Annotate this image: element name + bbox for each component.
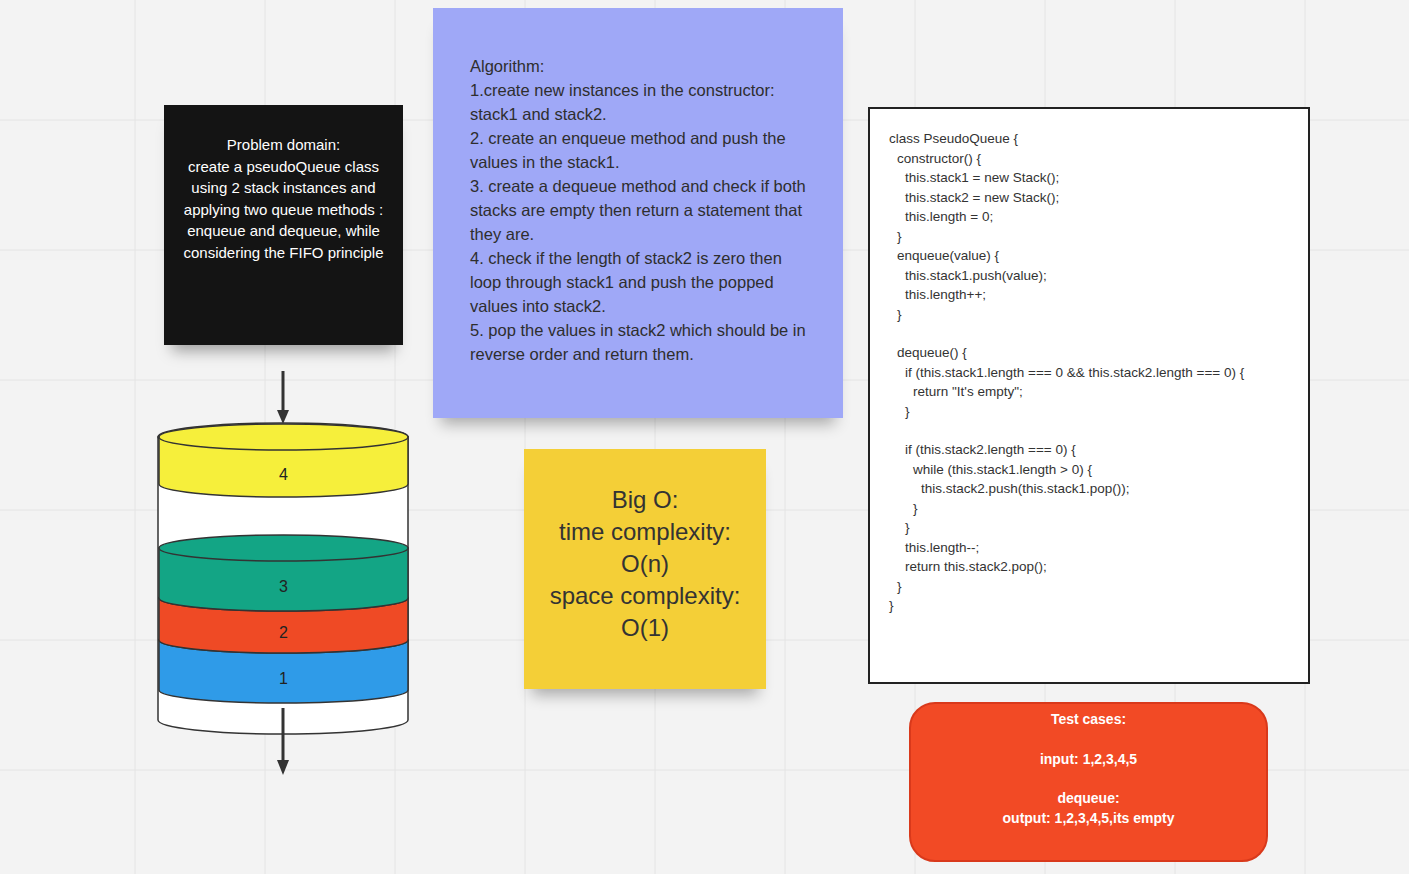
disc-top [159, 535, 408, 561]
note-text: create a pseudoQueue class using 2 stack… [182, 156, 385, 264]
code-line: this.stack2.push(this.stack1.pop()); [889, 479, 1294, 499]
disc-number: 4 [279, 465, 288, 485]
disc-body [159, 640, 408, 703]
code-line: if (this.stack2.length === 0) { [889, 440, 1294, 460]
disc-top [159, 424, 408, 450]
code-line: } [889, 577, 1294, 597]
code-line: } [889, 305, 1294, 325]
code-line: if (this.stack1.length === 0 && this.sta… [889, 363, 1294, 383]
code-line: } [889, 499, 1294, 519]
stack-cylinder [158, 423, 408, 734]
stack-disc: 3 [158, 534, 409, 612]
problem-note: Problem domain:create a pseudoQueue clas… [164, 105, 403, 345]
disc-number: 2 [279, 623, 288, 643]
test-case-text: Test cases: [927, 710, 1250, 730]
complexity-text: time complexity: [536, 516, 754, 548]
code-line: while (this.stack1.length > 0) { [889, 460, 1294, 480]
code-line: this.length--; [889, 538, 1294, 558]
disc-outline [158, 534, 409, 612]
stack-disc: 4 [158, 423, 409, 498]
code-line: class PseudoQueue { [889, 129, 1294, 149]
code-line: } [889, 518, 1294, 538]
disc-outline [158, 423, 409, 498]
code-line: return "It's empty"; [889, 382, 1294, 402]
code-line: this.stack1 = new Stack(); [889, 168, 1294, 188]
note-text: Problem domain: [182, 134, 385, 156]
disc-top [159, 585, 408, 611]
algorithm-step: 4. check if the length of stack2 is zero… [470, 246, 813, 318]
algorithm-step: 1.create new instances in the constructo… [470, 78, 813, 126]
disc-top [159, 627, 408, 653]
test-case-text: input: 1,2,3,4,5 [927, 750, 1250, 770]
complexity-text: O(n) [536, 548, 754, 580]
code-line: enqueue(value) { [889, 246, 1294, 266]
test-cases-box: Test cases: input: 1,2,3,4,5 dequeue:outpu… [909, 702, 1268, 862]
code-line: } [889, 596, 1294, 616]
complexity-note: Big O:time complexity:O(n)space complexi… [524, 449, 766, 689]
code-line: constructor() { [889, 149, 1294, 169]
code-line: } [889, 402, 1294, 422]
disc-number: 1 [279, 669, 288, 689]
push-arrow [277, 371, 289, 424]
code-line: return this.stack2.pop(); [889, 557, 1294, 577]
code-line: dequeue() { [889, 343, 1294, 363]
code-line: } [889, 227, 1294, 247]
code-line: this.length++; [889, 285, 1294, 305]
complexity-text: O(1) [536, 612, 754, 644]
algorithm-step: 2. create an enqueue method and push the… [470, 126, 813, 174]
complexity-text: space complexity: [536, 580, 754, 612]
code-line: this.stack2 = new Stack(); [889, 188, 1294, 208]
code-line: this.stack1.push(value); [889, 266, 1294, 286]
code-line: this.length = 0; [889, 207, 1294, 227]
pop-arrow [277, 708, 289, 775]
disc-number: 3 [279, 577, 288, 597]
algorithm-step: 5. pop the values in stack2 which should… [470, 318, 813, 366]
complexity-text: Big O: [536, 484, 754, 516]
test-case-text: dequeue: [927, 789, 1250, 809]
algorithm-step: Algorithm: [470, 54, 813, 78]
disc-body [159, 598, 408, 653]
test-case-text: output: 1,2,3,4,5,its empty [927, 809, 1250, 829]
algorithm-note: Algorithm:1.create new instances in the … [433, 8, 843, 418]
code-box: class PseudoQueue {constructor() {this.s… [868, 107, 1310, 684]
algorithm-step: 3. create a dequeue method and check if … [470, 174, 813, 246]
